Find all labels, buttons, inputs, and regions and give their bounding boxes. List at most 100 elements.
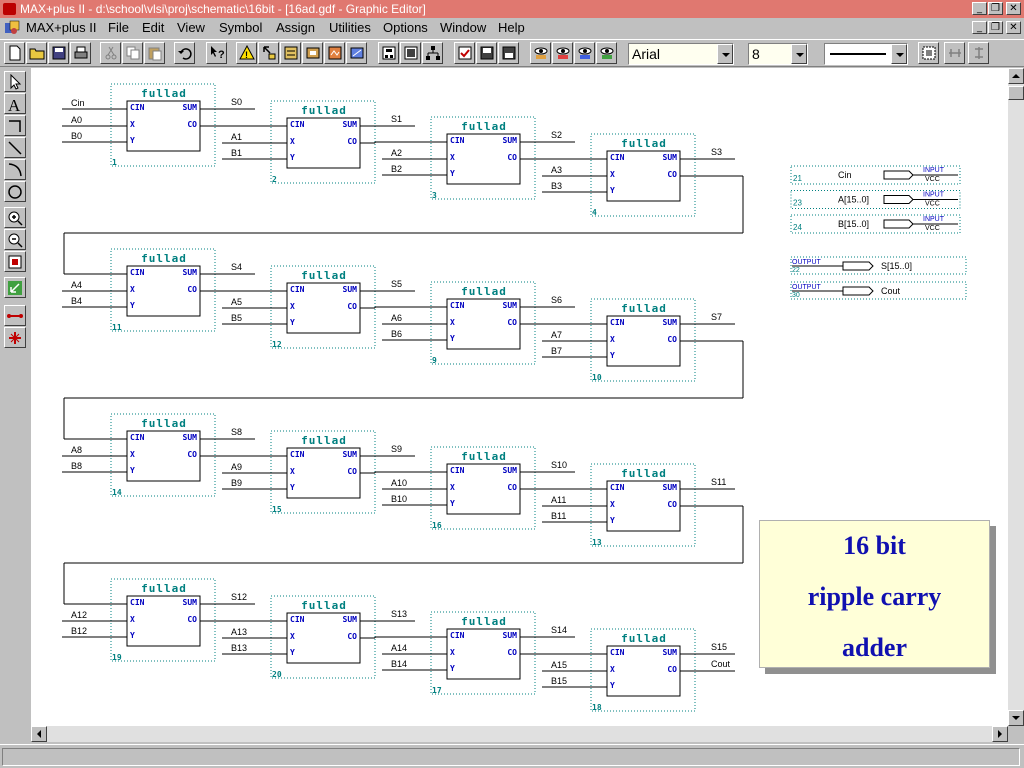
- orthogonal-line-button[interactable]: [4, 115, 26, 136]
- minimize-button[interactable]: _: [972, 2, 987, 15]
- net-label-sum: S7: [711, 312, 722, 322]
- port-sum: SUM: [343, 285, 358, 294]
- print-button[interactable]: [70, 42, 91, 64]
- help-button[interactable]: ?: [206, 42, 227, 64]
- warning-button[interactable]: !: [236, 42, 257, 64]
- timing-analyzer-button[interactable]: [346, 42, 367, 64]
- menu-edit[interactable]: Edit: [142, 20, 165, 35]
- block-id: 2: [272, 175, 277, 184]
- menu-window[interactable]: Window: [440, 20, 487, 35]
- circle-tool-button[interactable]: [4, 181, 26, 202]
- font-size-select[interactable]: 8: [748, 43, 808, 65]
- app-icon[interactable]: [3, 3, 16, 15]
- menu-view[interactable]: View: [177, 20, 205, 35]
- paste-button[interactable]: [144, 42, 165, 64]
- document-icon[interactable]: [4, 20, 20, 36]
- port-sum: SUM: [503, 466, 518, 475]
- doc-close-button[interactable]: ✕: [1006, 21, 1021, 34]
- line-style-dropdown-icon[interactable]: [891, 44, 907, 64]
- save-icon: [52, 46, 66, 60]
- restore-button[interactable]: ❐: [988, 2, 1003, 15]
- save-simulate-button[interactable]: [498, 42, 519, 64]
- flip-vertical-button[interactable]: [968, 42, 989, 64]
- fullad-symbol[interactable]: [126, 595, 201, 647]
- scroll-up-button[interactable]: [1008, 68, 1024, 84]
- fullad-symbol[interactable]: [606, 645, 681, 697]
- save-compile-button[interactable]: [476, 42, 497, 64]
- menu-help[interactable]: Help: [498, 20, 525, 35]
- zoom-in-button[interactable]: [4, 207, 26, 228]
- menu-maxplus[interactable]: MAX+plus II: [26, 20, 97, 35]
- net-label-sum: S2: [551, 130, 562, 140]
- horizontal-scrollbar[interactable]: [31, 726, 1008, 742]
- scroll-left-button[interactable]: [31, 726, 47, 742]
- fullad-symbol[interactable]: [286, 282, 361, 334]
- zoom-out-button[interactable]: [4, 229, 26, 250]
- open-compiler-button[interactable]: [530, 42, 551, 64]
- fullad-symbol[interactable]: [606, 150, 681, 202]
- fullad-symbol[interactable]: [446, 628, 521, 680]
- fullad-symbol[interactable]: [286, 117, 361, 169]
- fullad-symbol[interactable]: [446, 463, 521, 515]
- compiler-button[interactable]: [302, 42, 323, 64]
- line-style-select[interactable]: [824, 43, 908, 65]
- undo-button[interactable]: [174, 42, 195, 64]
- port-sum: SUM: [183, 598, 198, 607]
- schematic-drawing[interactable]: fulladCINXYSUMCO1A0B0S0CinfulladCINXYSUM…: [31, 68, 1008, 726]
- snap-button[interactable]: [4, 277, 26, 298]
- menu-assign[interactable]: Assign: [276, 20, 316, 35]
- rubberband-on-button[interactable]: [4, 305, 26, 326]
- font-select[interactable]: Arial: [628, 43, 734, 65]
- selection-tool-button[interactable]: [4, 71, 26, 92]
- doc-restore-button[interactable]: ❐: [988, 21, 1003, 34]
- fullad-symbol[interactable]: [126, 430, 201, 482]
- size-dropdown-icon[interactable]: [791, 44, 807, 64]
- zoom-fit-button[interactable]: [918, 42, 939, 64]
- scroll-right-button[interactable]: [992, 726, 1008, 742]
- rubberband-off-button[interactable]: [4, 327, 26, 348]
- pin-id: 22: [792, 267, 800, 274]
- fullad-symbol[interactable]: [126, 100, 201, 152]
- open-timing-button[interactable]: [574, 42, 595, 64]
- block-frame: [590, 133, 696, 217]
- hierarchy-display-button[interactable]: [378, 42, 399, 64]
- new-button[interactable]: [4, 42, 25, 64]
- menu-file[interactable]: File: [108, 20, 129, 35]
- vertical-scroll-thumb[interactable]: [1008, 86, 1024, 100]
- scroll-down-button[interactable]: [1008, 710, 1024, 726]
- floorplan-editor-button[interactable]: [400, 42, 421, 64]
- floorplan-editor-icon: [404, 46, 418, 60]
- cut-button[interactable]: [100, 42, 121, 64]
- save-check-button[interactable]: [454, 42, 475, 64]
- font-dropdown-icon[interactable]: [717, 44, 733, 64]
- net-label-b: B1: [231, 148, 242, 158]
- save-button[interactable]: [48, 42, 69, 64]
- simulator-button[interactable]: [324, 42, 345, 64]
- fit-in-window-button[interactable]: [4, 251, 26, 272]
- hierarchy-up-button[interactable]: [258, 42, 279, 64]
- arc-icon: [8, 163, 22, 177]
- port-y: Y: [610, 681, 615, 690]
- flip-horizontal-button[interactable]: [944, 42, 965, 64]
- fullad-symbol[interactable]: [606, 480, 681, 532]
- copy-button[interactable]: [122, 42, 143, 64]
- fullad-symbol[interactable]: [606, 315, 681, 367]
- menu-options[interactable]: Options: [383, 20, 428, 35]
- pin-tag: INPUT: [923, 192, 945, 199]
- project-tree-button[interactable]: [422, 42, 443, 64]
- fullad-symbol[interactable]: [446, 133, 521, 185]
- open-simulator-button[interactable]: [552, 42, 573, 64]
- open-programmer-button[interactable]: [596, 42, 617, 64]
- text-tool-button[interactable]: A: [4, 93, 26, 114]
- port-sum: SUM: [503, 136, 518, 145]
- doc-minimize-button[interactable]: _: [972, 21, 987, 34]
- floorplan-button[interactable]: [280, 42, 301, 64]
- vertical-scrollbar[interactable]: [1008, 68, 1024, 726]
- open-button[interactable]: [26, 42, 47, 64]
- close-button[interactable]: ✕: [1006, 2, 1021, 15]
- menu-symbol[interactable]: Symbol: [219, 20, 263, 35]
- diagonal-line-button[interactable]: [4, 137, 26, 158]
- menu-utilities[interactable]: Utilities: [329, 20, 371, 35]
- arc-tool-button[interactable]: [4, 159, 26, 180]
